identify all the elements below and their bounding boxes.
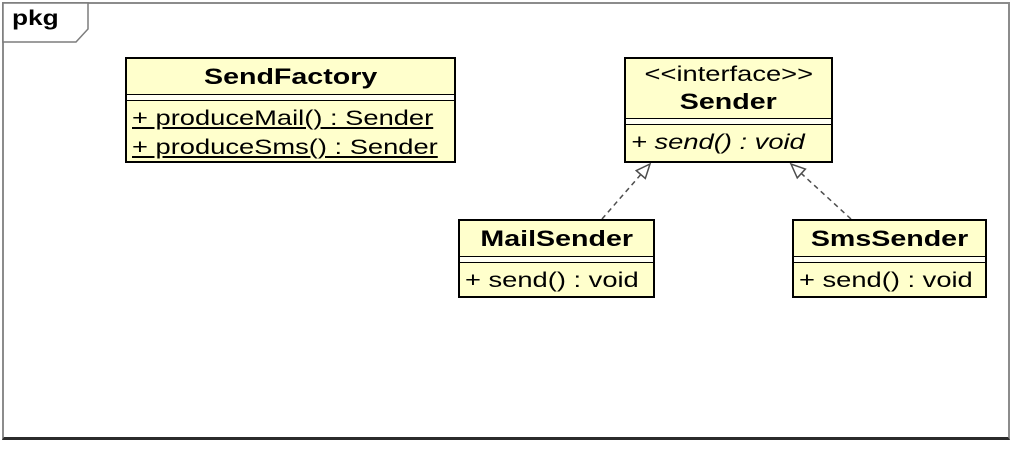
methods-compartment: + send() : void bbox=[626, 125, 831, 160]
package-tab-label: pkg bbox=[12, 7, 59, 30]
class-box-mailsender: MailSender + send() : void bbox=[458, 219, 655, 298]
class-name-smssender: SmsSender bbox=[810, 226, 969, 251]
attributes-compartment-empty bbox=[460, 256, 653, 263]
method-producesms: + produceSms() : Sender bbox=[132, 136, 438, 159]
method-send: + send() : void bbox=[799, 269, 973, 292]
method-send-abstract: + send() : void bbox=[631, 131, 805, 154]
class-name-compartment: SendFactory bbox=[127, 59, 454, 94]
realization-arrow-smssender-to-sender bbox=[789, 162, 852, 220]
class-name-mailsender: MailSender bbox=[480, 226, 633, 251]
class-box-sender-interface: <<interface>> Sender + send() : void bbox=[624, 57, 833, 163]
class-name-sender: Sender bbox=[680, 89, 777, 114]
class-name-sendfactory: SendFactory bbox=[203, 64, 378, 89]
class-name-compartment: MailSender bbox=[460, 221, 653, 256]
attributes-compartment-empty bbox=[127, 94, 454, 101]
package-tab bbox=[2, 2, 89, 43]
methods-compartment: + send() : void bbox=[460, 263, 653, 298]
realization-arrow-mailsender-to-sender bbox=[601, 162, 652, 220]
methods-compartment: + send() : void bbox=[794, 263, 985, 298]
method-producemail: + produceMail() : Sender bbox=[132, 107, 434, 130]
class-box-smssender: SmsSender + send() : void bbox=[792, 219, 987, 298]
package-tab-shape bbox=[2, 2, 89, 43]
interface-stereotype: <<interface>> bbox=[644, 63, 813, 86]
class-box-sendfactory: SendFactory + produceMail() : Sender + p… bbox=[125, 57, 456, 163]
methods-compartment: + produceMail() : Sender + produceSms() … bbox=[127, 101, 454, 165]
method-send: + send() : void bbox=[465, 269, 639, 292]
class-name-compartment: SmsSender bbox=[794, 221, 985, 256]
class-name-compartment: <<interface>> Sender bbox=[626, 59, 831, 118]
attributes-compartment-empty bbox=[626, 118, 831, 125]
attributes-compartment-empty bbox=[794, 256, 985, 263]
